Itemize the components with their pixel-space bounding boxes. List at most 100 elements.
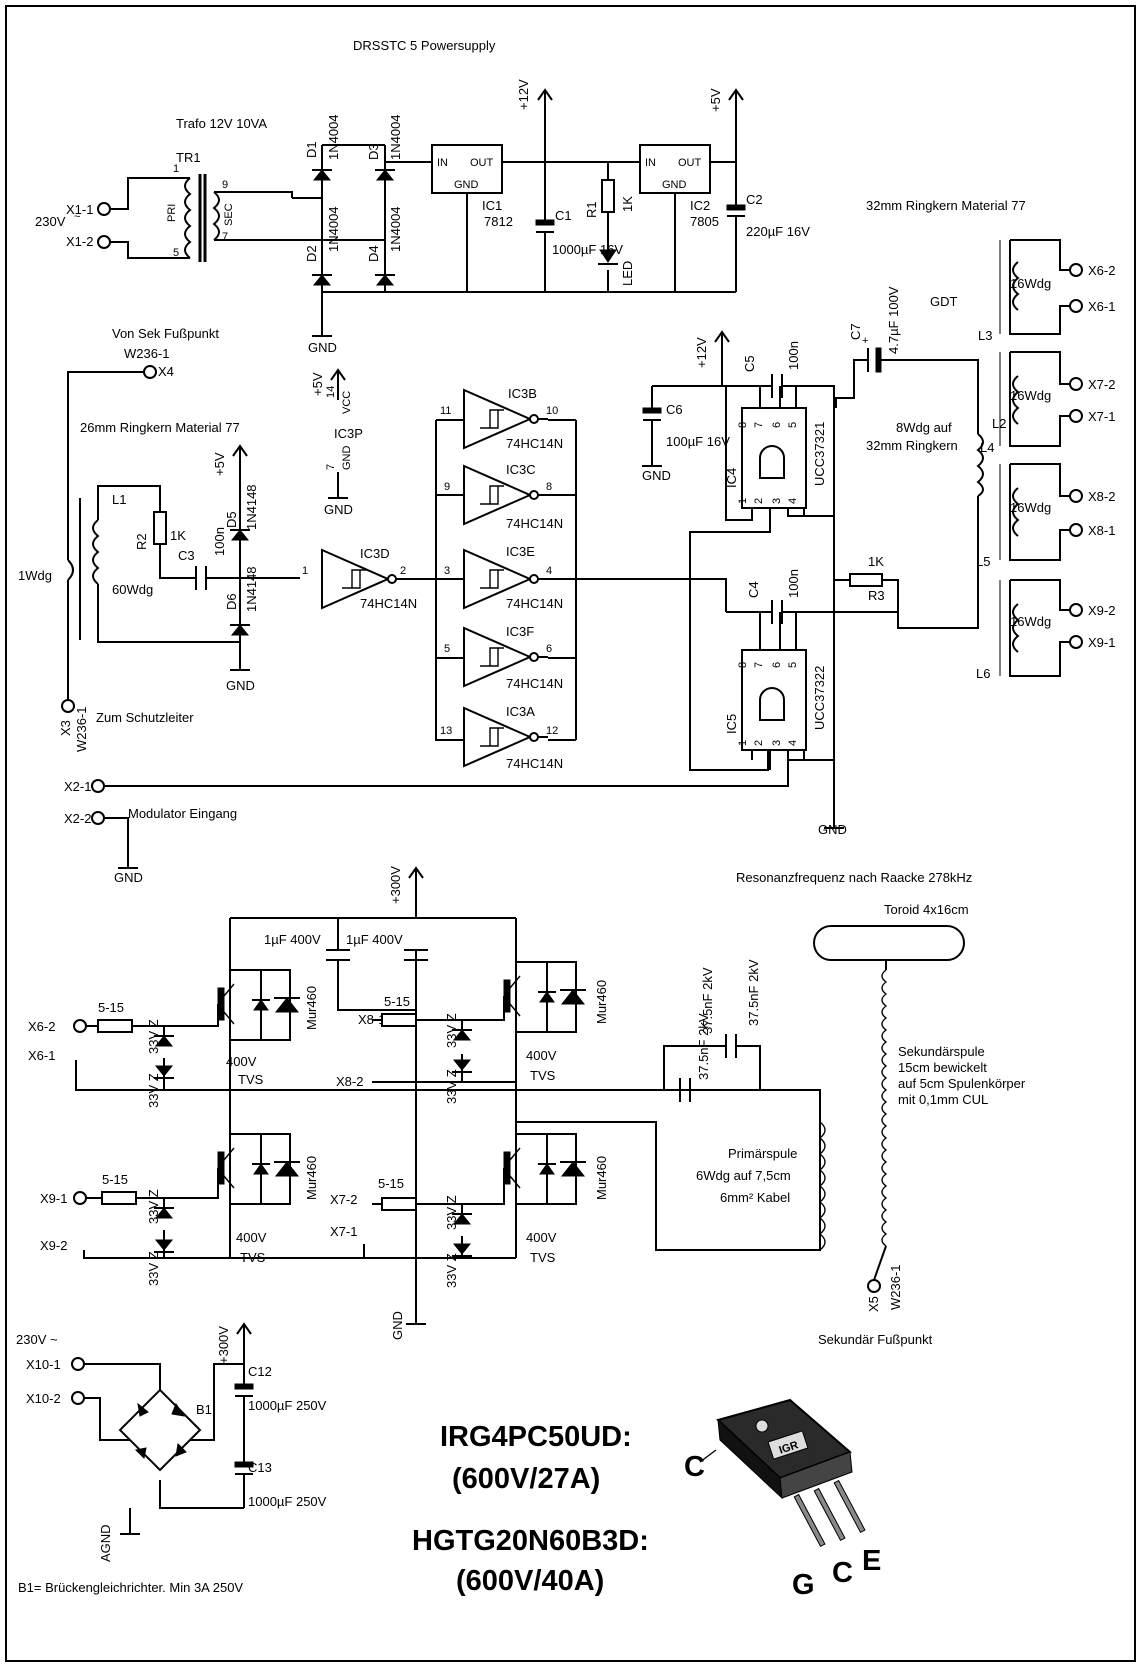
d6-type: 1N4148 xyxy=(244,566,259,612)
igbt-package-illustration: IGR xyxy=(699,1398,866,1548)
r3-value: 1K xyxy=(868,554,884,569)
gdt-winding-2 xyxy=(999,351,1070,447)
x10-2-label: X10-2 xyxy=(26,1391,61,1406)
igbt-c-label: C xyxy=(832,1557,853,1589)
plus5v-arrow xyxy=(728,89,744,121)
c12-value: 1000µF 250V xyxy=(248,1398,327,1413)
gdt-section: 32mm Ringkern Material 77 GDT 8Wdg auf 3… xyxy=(866,198,1115,681)
igbt-leg-c xyxy=(813,1487,846,1542)
zener-left-high-1: 33V Z xyxy=(146,1019,161,1054)
gate-resistor-left-high xyxy=(97,1019,133,1033)
ic5-type: UCC37322 xyxy=(812,666,827,730)
l1-label: L1 xyxy=(112,492,126,507)
trafo-pin7: 7 xyxy=(222,231,228,243)
resonant-cap-a-label: 37.5nF 2kV xyxy=(700,967,715,1034)
x5-label: X5 xyxy=(866,1296,881,1312)
l2-turns: 16Wdg xyxy=(1010,388,1051,403)
ic3a-pin13: 13 xyxy=(440,725,452,737)
power-supply-section: Trafo 12V 10VA TR1 230V ~ X1-1 X1-2 1 5 … xyxy=(35,79,810,355)
primary-label-3: 6mm² Kabel xyxy=(720,1190,790,1205)
modulator-label: Modulator Eingang xyxy=(128,806,237,821)
c13-label: C13 xyxy=(248,1460,272,1475)
x8-2-label: X8-2 xyxy=(1088,489,1115,504)
ic3f-pin5: 5 xyxy=(444,643,450,655)
ic4-pin6: 6 xyxy=(771,422,783,428)
zener-left-low-2: 33V Z xyxy=(146,1251,161,1286)
gate-resistor-left-high-label: 5-15 xyxy=(98,1000,124,1015)
r2-label: R2 xyxy=(134,533,149,550)
feedback-section: Von Sek Fußpunkt W236-1 X4 1Wdg 26mm Rin… xyxy=(18,326,363,752)
l6-label: L6 xyxy=(976,666,990,681)
d2-type: 1N4004 xyxy=(326,206,341,252)
c3-value: 100n xyxy=(212,527,227,556)
plus12v-driver-arrow xyxy=(714,331,730,363)
d6-label: D6 xyxy=(224,593,239,610)
d2-label: D2 xyxy=(304,245,319,262)
r3-resistor xyxy=(849,573,883,587)
x4-label: X4 xyxy=(158,364,174,379)
secondary-label-2: 15cm bewickelt xyxy=(898,1060,987,1075)
d4-label: D4 xyxy=(366,245,381,262)
igbt-cell-left-low xyxy=(217,1090,300,1258)
hv-mains-label: 230V ~ xyxy=(16,1332,58,1347)
c6-label: C6 xyxy=(666,402,683,417)
b1-label: B1 xyxy=(196,1402,212,1417)
x2-2-label: X2-2 xyxy=(64,811,91,826)
ic3e-gate xyxy=(463,548,539,610)
terminal-x4 xyxy=(143,365,157,379)
gnd-symbol-ic3p xyxy=(327,483,349,499)
plus12v-driver-label: +12V xyxy=(694,337,709,368)
zener-left-low-1: 33V Z xyxy=(146,1189,161,1224)
x3-label: X3 xyxy=(58,720,73,736)
terminal-x9-2 xyxy=(1069,603,1083,617)
vcc-label: VCC xyxy=(341,391,353,414)
ic1-out: OUT xyxy=(470,157,494,169)
x9-1-label: X9-1 xyxy=(1088,635,1115,650)
r1-resistor xyxy=(601,179,615,213)
trafo-pin9: 9 xyxy=(222,179,228,191)
cap-1uf-right-label: 1µF 400V xyxy=(346,932,403,947)
tvs-left-high: 400V xyxy=(226,1054,257,1069)
mur-left-high: Mur460 xyxy=(304,986,319,1030)
ic3c-pin9: 9 xyxy=(444,481,450,493)
terminal-x5 xyxy=(867,1279,881,1293)
x8-2-bridge-label: X8-2 xyxy=(336,1074,363,1089)
diode-d1 xyxy=(312,169,332,181)
ic3e-pin4: 4 xyxy=(546,565,552,577)
primary-label-2: 6Wdg auf 7,5cm xyxy=(696,1168,791,1183)
ic3e-pin3: 3 xyxy=(444,565,450,577)
inverter-section: IC3D 74HC14N 1 2 IC3B 74HC14N xyxy=(302,386,690,771)
x7-1-bridge-label: X7-1 xyxy=(330,1224,357,1239)
tvs-right-high: 400V xyxy=(526,1048,557,1063)
ic5-pin7: 7 xyxy=(753,662,765,668)
mains-symbol: ~ xyxy=(74,211,80,223)
c13-value: 1000µF 250V xyxy=(248,1494,327,1509)
c4-value: 100n xyxy=(786,569,801,598)
igbt-info-section: IRG4PC50UD: (600V/27A) HGTG20N60B3D: (60… xyxy=(412,1398,881,1601)
gnd-symbol-bridge xyxy=(405,1309,427,1325)
ic4-pin4: 4 xyxy=(787,498,799,504)
secondary-foot-label: Sekundär Fußpunkt xyxy=(818,1332,933,1347)
x3-w236-label: W236-1 xyxy=(74,706,89,752)
core26-label: 26mm Ringkern Material 77 xyxy=(80,420,240,435)
ic3c-label: IC3C xyxy=(506,462,536,477)
primary-label-1: Primärspule xyxy=(728,1146,797,1161)
x8-1-bridge-label: X8-1 xyxy=(358,1012,385,1027)
diode-d3 xyxy=(375,169,395,181)
plus5v-ic3p-label: +5V xyxy=(310,372,325,396)
ic3e-label: IC3E xyxy=(506,544,535,559)
gnd-label-driver: GND xyxy=(818,822,847,837)
d3-label: D3 xyxy=(366,143,381,160)
ic3f-gate xyxy=(463,626,539,688)
rectifier-wires xyxy=(321,144,500,293)
x7-2-bridge-label: X7-2 xyxy=(330,1192,357,1207)
ic3a-type: 74HC14N xyxy=(506,756,563,771)
igbt-type-2: HGTG20N60B3D: xyxy=(412,1525,649,1557)
gnd-symbol-c6 xyxy=(641,451,663,467)
zener-right-low-2: 33V Z xyxy=(444,1253,459,1288)
c1-label: C1 xyxy=(555,208,572,223)
l2-label: L2 xyxy=(992,416,1006,431)
toroid-label: Toroid 4x16cm xyxy=(884,902,969,917)
page-frame xyxy=(5,5,1136,1662)
ic3f-type: 74HC14N xyxy=(506,676,563,691)
